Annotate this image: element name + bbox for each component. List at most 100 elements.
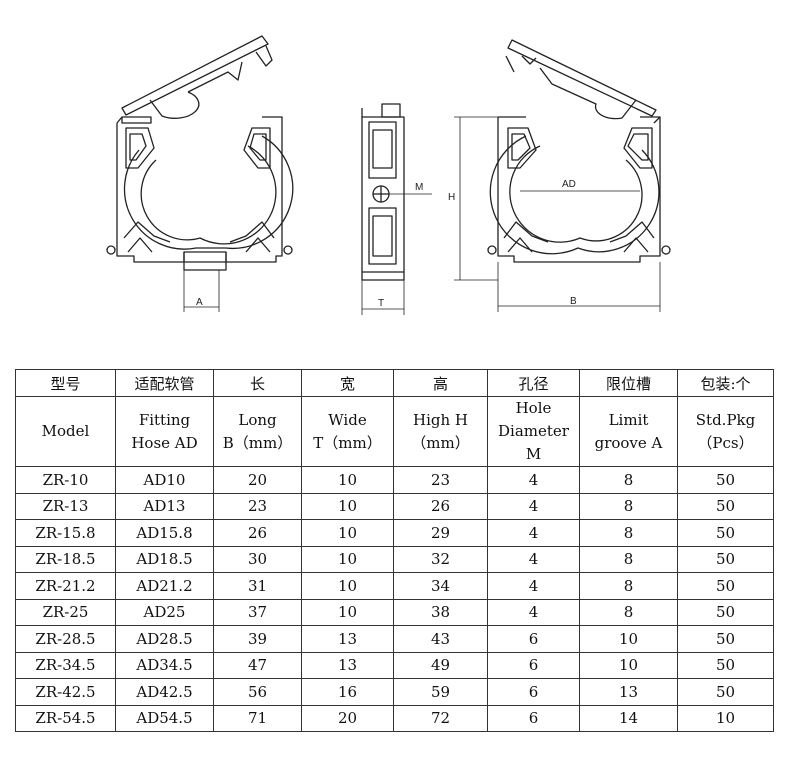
table-cell: 50 bbox=[677, 492, 774, 520]
table-cell: 10 bbox=[301, 519, 394, 547]
table-cell: 30 bbox=[213, 545, 302, 573]
table-cell: 8 bbox=[579, 572, 678, 600]
table-cell: 29 bbox=[393, 519, 488, 547]
header-cn-4: 高 bbox=[393, 369, 488, 397]
table-cell: ZR-28.5 bbox=[15, 625, 116, 653]
header-en-line: Long bbox=[238, 410, 277, 429]
header-en-line: Limit bbox=[608, 410, 649, 429]
table-cell: 50 bbox=[677, 545, 774, 573]
table-cell: 34 bbox=[393, 572, 488, 600]
header-en-6: Limit groove A bbox=[579, 396, 678, 467]
table-cell: 50 bbox=[677, 625, 774, 653]
header-en-line: （Pcs） bbox=[697, 433, 754, 452]
table-cell: AD28.5 bbox=[115, 625, 214, 653]
dimension-t bbox=[361, 280, 405, 315]
label-m: M bbox=[415, 182, 423, 193]
table-cell: 47 bbox=[213, 651, 302, 679]
table-cell: 4 bbox=[487, 466, 580, 494]
table-cell: 6 bbox=[487, 625, 580, 653]
header-cn-0: 型号 bbox=[15, 369, 116, 397]
table-cell: 50 bbox=[677, 572, 774, 600]
header-en-4: High H（mm） bbox=[393, 396, 488, 467]
table-cell: 14 bbox=[579, 704, 678, 732]
table-cell: 59 bbox=[393, 678, 488, 706]
table-cell: 13 bbox=[301, 625, 394, 653]
header-en-line: Diameter M bbox=[498, 422, 569, 463]
table-cell: 43 bbox=[393, 625, 488, 653]
table-cell: 4 bbox=[487, 492, 580, 520]
table-cell: 26 bbox=[393, 492, 488, 520]
table-cell: 10 bbox=[579, 651, 678, 679]
table-cell: 10 bbox=[677, 704, 774, 732]
table-cell: ZR-42.5 bbox=[15, 678, 116, 706]
label-t: T bbox=[378, 298, 384, 309]
table-cell: 6 bbox=[487, 704, 580, 732]
dimension-h bbox=[454, 116, 498, 281]
table-cell: AD42.5 bbox=[115, 678, 214, 706]
table-cell: 6 bbox=[487, 651, 580, 679]
table-cell: ZR-54.5 bbox=[15, 704, 116, 732]
table-cell: 50 bbox=[677, 678, 774, 706]
header-en-line: B（mm） bbox=[222, 433, 293, 452]
table-cell: 4 bbox=[487, 572, 580, 600]
table-cell: 16 bbox=[301, 678, 394, 706]
header-en-7: Std.Pkg （Pcs） bbox=[677, 396, 774, 467]
table-cell: 56 bbox=[213, 678, 302, 706]
label-a: A bbox=[196, 297, 203, 308]
table-cell: 4 bbox=[487, 519, 580, 547]
table-cell: 50 bbox=[677, 466, 774, 494]
table-cell: ZR-15.8 bbox=[15, 519, 116, 547]
header-en-line: Fitting bbox=[138, 410, 191, 429]
front-view-right bbox=[487, 39, 671, 263]
header-en-line: groove A bbox=[594, 433, 663, 452]
header-en-line: Wide bbox=[328, 410, 367, 429]
table-cell: 32 bbox=[393, 545, 488, 573]
front-view-left bbox=[106, 35, 294, 271]
table-cell: AD25 bbox=[115, 598, 214, 626]
table-cell: 10 bbox=[579, 625, 678, 653]
table-cell: 10 bbox=[301, 466, 394, 494]
table-cell: 72 bbox=[393, 704, 488, 732]
table-cell: 10 bbox=[301, 545, 394, 573]
table-cell: ZR-18.5 bbox=[15, 545, 116, 573]
header-en-line: （mm） bbox=[411, 433, 470, 452]
table-cell: 20 bbox=[301, 704, 394, 732]
header-en-line: T（mm） bbox=[313, 433, 382, 452]
table-cell: ZR-21.2 bbox=[15, 572, 116, 600]
table-cell: 23 bbox=[393, 466, 488, 494]
header-cn-3: 宽 bbox=[301, 369, 394, 397]
table-cell: 8 bbox=[579, 545, 678, 573]
table-cell: 13 bbox=[301, 651, 394, 679]
table-cell: AD21.2 bbox=[115, 572, 214, 600]
table-cell: AD10 bbox=[115, 466, 214, 494]
table-cell: 50 bbox=[677, 651, 774, 679]
header-en-line: Model bbox=[41, 422, 90, 440]
table-cell: 37 bbox=[213, 598, 302, 626]
table-cell: 10 bbox=[301, 598, 394, 626]
table-cell: AD18.5 bbox=[115, 545, 214, 573]
table-cell: ZR-25 bbox=[15, 598, 116, 626]
table-cell: AD54.5 bbox=[115, 704, 214, 732]
table-cell: 23 bbox=[213, 492, 302, 520]
table-cell: 38 bbox=[393, 598, 488, 626]
table-cell: 8 bbox=[579, 598, 678, 626]
table-cell: 10 bbox=[301, 492, 394, 520]
label-b: B bbox=[570, 296, 577, 307]
table-cell: ZR-34.5 bbox=[15, 651, 116, 679]
table-cell: 8 bbox=[579, 492, 678, 520]
table-cell: 20 bbox=[213, 466, 302, 494]
header-en-0: Model bbox=[15, 396, 116, 467]
table-cell: 6 bbox=[487, 678, 580, 706]
header-en-line: Std.Pkg bbox=[695, 410, 756, 429]
table-cell: 8 bbox=[579, 466, 678, 494]
